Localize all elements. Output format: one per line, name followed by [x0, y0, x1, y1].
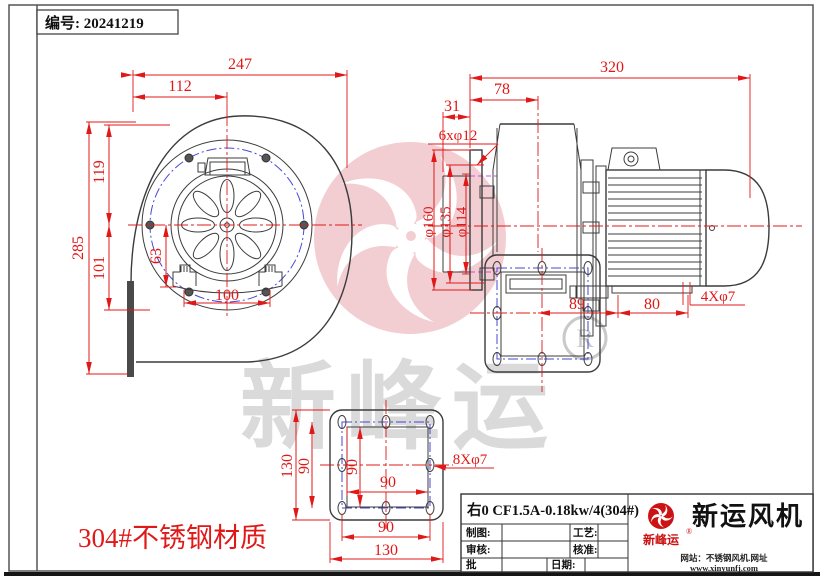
- dim-119: 119: [91, 124, 170, 225]
- dim-130-bottom: 130: [329, 522, 444, 563]
- material-note: 304#不锈钢材质: [78, 523, 267, 553]
- flange-dimensions: 130 90 90 90 90: [279, 409, 494, 563]
- front-view: 247 112 285 119: [70, 56, 362, 377]
- field-drawn: 制图:: [466, 526, 491, 539]
- dim-100: 100: [183, 287, 271, 307]
- svg-text:101: 101: [91, 256, 108, 280]
- dim-320: 320: [469, 59, 751, 198]
- company-name: 新运风机: [692, 501, 804, 531]
- svg-text:φ114: φ114: [454, 206, 470, 237]
- registered-mark: ®: [686, 527, 692, 536]
- dim-90-inner-v: 90: [344, 427, 363, 507]
- outlet-flange-detail: 130 90 90 90 90: [279, 400, 494, 563]
- watermark-registered-letter: R: [576, 324, 594, 353]
- title-block: 右0 CF1.5A-0.18kw/4(304#) 制图: 工艺: 审核: 核准:…: [460, 493, 814, 573]
- motor: [569, 147, 770, 299]
- dim-31: 31: [442, 98, 470, 172]
- svg-text:31: 31: [444, 98, 460, 115]
- inlet-flange-disc: [469, 149, 483, 291]
- motor-end-cap: [706, 169, 770, 287]
- field-batch: 批: [466, 558, 477, 571]
- annotation-6xd12: 6xφ12: [428, 128, 499, 166]
- svg-text:89: 89: [569, 296, 585, 313]
- svg-text:4Xφ7: 4Xφ7: [701, 289, 736, 305]
- drawing-number: 编号: 20241219: [45, 14, 144, 32]
- dim-d160: φ160: [421, 149, 472, 291]
- svg-text:130: 130: [374, 542, 398, 559]
- svg-text:6xφ12: 6xφ12: [439, 128, 478, 144]
- company-block: 新峰运 ® 新运风机 网站：不锈钢风机.网址 www.xinyunfj.com: [643, 501, 804, 573]
- field-date: 日期:: [551, 558, 576, 571]
- outlet-plate-edge: [127, 281, 134, 377]
- dim-90-bottom: 90: [341, 514, 431, 541]
- dim-d114: φ114: [454, 173, 470, 275]
- svg-text:100: 100: [215, 287, 239, 304]
- svg-text:90: 90: [344, 459, 361, 475]
- svg-text:80: 80: [644, 296, 660, 313]
- svg-text:8Xφ7: 8Xφ7: [453, 452, 488, 468]
- dim-80: 80: [618, 295, 689, 318]
- dim-112: 112: [133, 78, 228, 112]
- company-logo-icon: [648, 503, 674, 529]
- sheet-frame: [4, 4, 820, 576]
- dim-90-left: 90: [296, 422, 315, 508]
- company-brand-small: 新峰运: [643, 532, 679, 547]
- border-frame: [8, 4, 814, 572]
- svg-text:247: 247: [228, 56, 252, 73]
- top-clamp: [197, 157, 251, 176]
- front-dimensions: 247 112 285 119: [70, 56, 348, 375]
- svg-text:φ135: φ135: [438, 206, 454, 237]
- svg-text:78: 78: [494, 81, 510, 98]
- dim-63: 63: [148, 225, 176, 288]
- svg-text:90: 90: [378, 519, 394, 536]
- side-dimensions: 320 78 31 6xφ12 φ160: [421, 59, 751, 318]
- volute-outline: [130, 115, 353, 363]
- company-url: www.xinyunfj.com: [690, 563, 758, 573]
- annotation-4xd7: 4Xφ7: [682, 282, 745, 306]
- svg-text:112: 112: [168, 78, 191, 95]
- svg-text:φ160: φ160: [421, 206, 437, 237]
- dim-247: 247: [121, 56, 348, 168]
- svg-text:320: 320: [600, 59, 624, 76]
- field-process: 工艺:: [573, 526, 598, 539]
- dim-90-inner-h: 90: [346, 427, 428, 496]
- watermark-layer: R 新峰运: [240, 142, 608, 461]
- motor-junction-box: [607, 147, 661, 171]
- dim-78: 78: [470, 81, 538, 103]
- svg-text:285: 285: [70, 236, 87, 260]
- motor-fins: [608, 177, 702, 277]
- dim-d135: φ135: [438, 164, 484, 284]
- field-approved: 核准:: [573, 543, 598, 556]
- field-checked: 审核:: [466, 543, 491, 556]
- svg-text:119: 119: [91, 160, 108, 183]
- annotation-8xd7: 8Xφ7: [433, 452, 494, 471]
- dim-285: 285: [70, 121, 136, 375]
- model-designation: 右0 CF1.5A-0.18kw/4(304#): [467, 501, 639, 519]
- svg-text:90: 90: [380, 474, 396, 491]
- watermark-brand-text: 新峰运: [240, 354, 558, 461]
- watermark-pinwheel-logo: [314, 142, 506, 334]
- side-view: 320 78 31 6xφ12 φ160: [421, 59, 802, 392]
- dim-89: 89: [538, 295, 619, 318]
- svg-text:130: 130: [279, 454, 296, 478]
- company-site: 网站：不锈钢风机.网址: [680, 553, 768, 563]
- drawing-number-box: 编号: 20241219: [36, 9, 179, 35]
- dim-130-left: 130: [279, 409, 330, 521]
- svg-text:90: 90: [296, 458, 313, 474]
- dim-101: 101: [91, 225, 150, 311]
- title-block-grid: [461, 494, 629, 572]
- svg-text:63: 63: [148, 248, 165, 264]
